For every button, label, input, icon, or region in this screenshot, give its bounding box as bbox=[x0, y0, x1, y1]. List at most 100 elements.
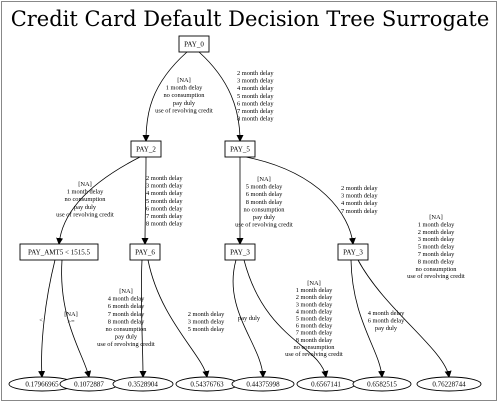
edge-label-line: 7 month delay bbox=[341, 208, 378, 215]
node-label-pay3a: PAY_3 bbox=[230, 249, 250, 257]
edge-label-line: 1 month delay bbox=[166, 85, 203, 92]
edge-label-line: use of revolving credit bbox=[97, 341, 155, 348]
edge-label-line: 2 month delay bbox=[418, 229, 455, 236]
node-box-pay2 bbox=[130, 140, 162, 158]
edge-label-line: 6 month delay bbox=[146, 205, 183, 212]
edge-label-line: 4 month delay bbox=[108, 296, 145, 303]
edge-label-line: 3 month delay bbox=[341, 193, 378, 200]
edge-label-line: 5 month delay bbox=[296, 316, 333, 323]
edge-label-line: 7 month delay bbox=[418, 251, 455, 258]
leaf-ellipse bbox=[231, 376, 295, 392]
diagram-title: Credit Card Default Decision Tree Surrog… bbox=[10, 7, 490, 31]
edge-label-line: 7 month delay bbox=[296, 330, 333, 337]
edge-label-line: 4 month delay bbox=[237, 85, 274, 92]
leaf-value: 0.1072887 bbox=[74, 381, 104, 389]
node-box-pay6 bbox=[129, 243, 161, 261]
edge-label-line: 4 month delay bbox=[368, 310, 405, 317]
edge-label-line: use of revolving credit bbox=[56, 211, 114, 218]
edge-pay6-l4 bbox=[147, 259, 210, 378]
edge-label-line: 5 month delay bbox=[418, 244, 455, 251]
edge-label-line: pay duly bbox=[115, 334, 138, 341]
edge-label-line: 5 month delay bbox=[146, 198, 183, 205]
edge-label-line: 4 month delay bbox=[341, 200, 378, 207]
edge-label-line: 8 month delay bbox=[296, 337, 333, 344]
leaf-ellipse bbox=[112, 376, 174, 392]
node-box-pay0 bbox=[178, 35, 210, 53]
edge-label-line: no consumption bbox=[293, 344, 335, 351]
node-pay0: PAY_0 bbox=[178, 35, 210, 53]
edge-label-line: 8 month delay bbox=[108, 318, 145, 325]
edge-label-line: 3 month delay bbox=[146, 183, 183, 190]
node-label-pay0: PAY_0 bbox=[184, 41, 204, 49]
edge-label-line: 8 month delay bbox=[146, 221, 183, 228]
edge-pay3b-l7 bbox=[350, 259, 386, 378]
edge-pay6-l3 bbox=[139, 259, 147, 378]
leaf-ellipse bbox=[352, 376, 412, 392]
edge-pay3a-l6 bbox=[243, 259, 329, 378]
node-label-pay5: PAY_5 bbox=[230, 146, 250, 154]
edge-label-line: no consumption bbox=[415, 266, 457, 273]
edge-label-line: 3 month delay bbox=[418, 236, 455, 243]
edge-label-line: no consumption bbox=[105, 326, 147, 333]
leaf-value: 0.3528904 bbox=[128, 381, 158, 389]
edge-label-line: 6 month delay bbox=[368, 318, 405, 325]
leaf-node: 0.44375998 bbox=[231, 376, 295, 392]
edge-label-line: 1 month delay bbox=[418, 221, 455, 228]
edge-label-line: use of revolving credit bbox=[285, 351, 343, 358]
node-pay5: PAY_5 bbox=[224, 140, 256, 158]
leaf-value: 0.17966965 bbox=[25, 381, 59, 389]
edge-label-payamt5-l1: < bbox=[39, 317, 43, 324]
edge-label-line: 2 month delay bbox=[296, 294, 333, 301]
edge-label-line: >= bbox=[67, 319, 75, 326]
edge-label-line: 4 month delay bbox=[146, 190, 183, 197]
edge-label-line: pay duly bbox=[173, 100, 196, 107]
edge-payamt5-l1 bbox=[38, 259, 56, 378]
edge-pay2-payamt5 bbox=[56, 156, 141, 245]
edge-label-line: 7 month delay bbox=[237, 108, 274, 115]
edge-label-line: no consumption bbox=[64, 196, 106, 203]
leaf-node: 0.76228744 bbox=[416, 376, 482, 392]
edge-pay5-pay3b bbox=[245, 156, 356, 245]
node-pay3a: PAY_3 bbox=[224, 243, 256, 261]
edge-label-line: 2 month delay bbox=[188, 311, 225, 318]
leaf-value: 0.6567141 bbox=[311, 381, 341, 389]
leaf-value: 0.6582515 bbox=[367, 381, 397, 389]
edge-pay2-pay6 bbox=[141, 156, 149, 245]
node-payamt5: PAY_AMT5 < 1515.5 bbox=[19, 243, 99, 261]
node-label-payamt5: PAY_AMT5 < 1515.5 bbox=[28, 249, 90, 257]
edge-label-line: [NA] bbox=[429, 214, 443, 221]
leaf-node: 0.1072887 bbox=[59, 376, 119, 392]
edge-label-line: 4 month delay bbox=[296, 308, 333, 315]
node-pay6: PAY_6 bbox=[129, 243, 161, 261]
edge-label-line: 2 month delay bbox=[341, 185, 378, 192]
edge-label-line: 6 month delay bbox=[246, 191, 283, 198]
edge-label-line: 5 month delay bbox=[188, 326, 225, 333]
edge-label-line: 7 month delay bbox=[146, 213, 183, 220]
edge-label-line: 3 month delay bbox=[296, 301, 333, 308]
edge-pay3b-l8 bbox=[357, 259, 452, 378]
node-pay3b: PAY_3 bbox=[337, 243, 369, 261]
node-box-pay5 bbox=[224, 140, 256, 158]
node-label-pay6: PAY_6 bbox=[135, 249, 155, 257]
leaf-node: 0.6582515 bbox=[352, 376, 412, 392]
node-box-pay3b bbox=[337, 243, 369, 261]
leaf-value: 0.54376763 bbox=[190, 381, 224, 389]
edge-label-line: 3 month delay bbox=[188, 319, 225, 326]
edge-label-line: [NA] bbox=[119, 288, 133, 295]
edge-label-line: [NA] bbox=[78, 181, 92, 188]
edge-label-line: use of revolving credit bbox=[407, 273, 465, 280]
edge-label-line: [NA] bbox=[257, 176, 271, 183]
edge-label-line: 2 month delay bbox=[237, 70, 274, 77]
edge-label-line: [NA] bbox=[64, 311, 78, 318]
edge-label-line: 6 month delay bbox=[296, 323, 333, 330]
